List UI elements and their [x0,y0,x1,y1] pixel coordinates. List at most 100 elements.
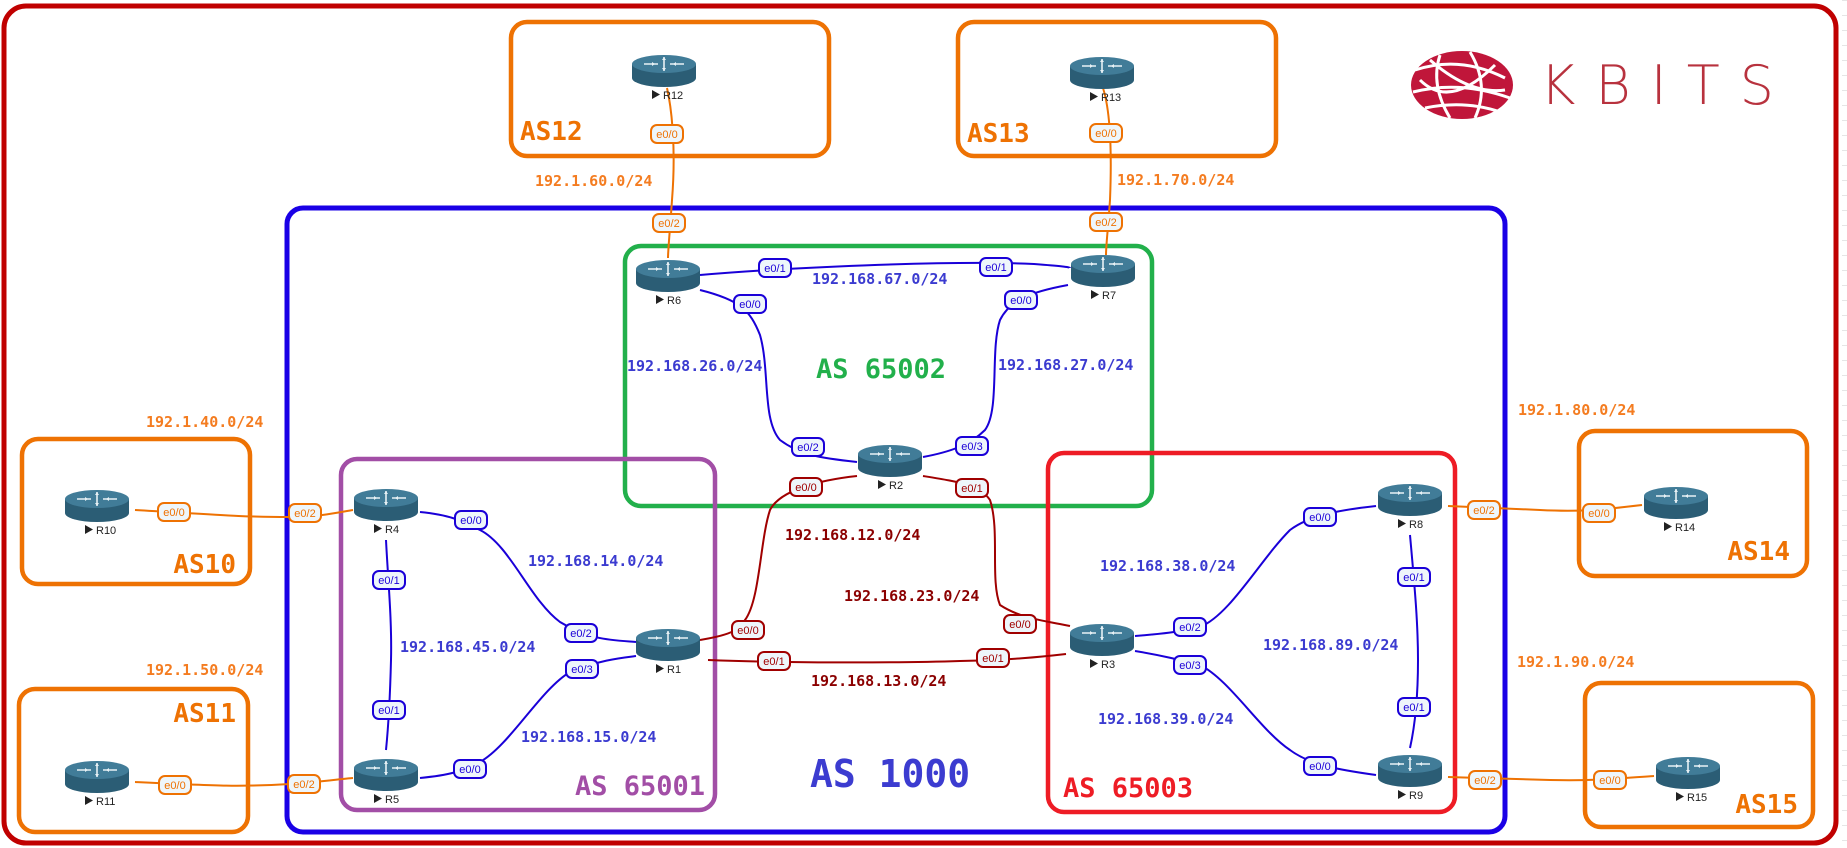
interface-label[interactable]: e0/0 [453,759,487,779]
router-r1[interactable]: R1 [635,628,701,676]
interface-label[interactable]: e0/0 [789,477,823,497]
interface-label[interactable]: e0/0 [1593,770,1627,790]
router-r11[interactable]: R11 [64,760,130,808]
play-icon[interactable] [1091,290,1099,299]
interface-label[interactable]: e0/0 [454,510,488,530]
interface-label[interactable]: e0/0 [733,294,767,314]
link-l12-6[interactable] [666,87,675,259]
interface-label[interactable]: e0/2 [287,774,321,794]
interface-label[interactable]: e0/2 [1467,500,1501,520]
interface-label[interactable]: e0/2 [1173,617,1207,637]
interface-label[interactable]: e0/1 [372,570,406,590]
link-cable[interactable] [419,655,637,779]
interface-label[interactable]: e0/1 [976,648,1010,668]
interface-label[interactable]: e0/0 [1303,507,1337,527]
link-cable[interactable] [666,87,675,259]
play-icon[interactable] [85,796,93,805]
play-icon[interactable] [656,295,664,304]
play-icon[interactable] [1090,92,1098,101]
interface-label[interactable]: e0/1 [979,257,1013,277]
router-name: R10 [96,525,116,537]
interface-label[interactable]: e0/0 [158,775,192,795]
interface-label[interactable]: e0/0 [1303,756,1337,776]
router-icon[interactable] [1069,623,1135,657]
play-icon[interactable] [1398,790,1406,799]
link-l1-4[interactable] [419,511,637,643]
link-l1-5[interactable] [419,655,637,779]
play-icon[interactable] [85,525,93,534]
play-icon[interactable] [1676,792,1684,801]
router-icon[interactable] [857,444,923,478]
router-r7[interactable]: R7 [1070,254,1136,302]
link-cable[interactable] [1102,87,1112,256]
interface-label[interactable]: e0/1 [372,700,406,720]
router-r8[interactable]: R8 [1377,483,1443,531]
interface-label[interactable]: e0/0 [1004,290,1038,310]
router-name: R2 [889,480,903,492]
router-icon[interactable] [1655,756,1721,790]
router-icon[interactable] [1070,254,1136,288]
router-r4[interactable]: R4 [353,488,419,536]
interface-label[interactable]: e0/3 [565,659,599,679]
as-boundary [19,436,253,587]
router-icon[interactable] [1069,56,1135,90]
router-name: R8 [1409,519,1423,531]
interface-name: e0/2 [1179,622,1200,634]
interface-label[interactable]: e0/1 [758,258,792,278]
interface-name: e0/0 [1599,775,1620,787]
router-icon[interactable] [353,758,419,792]
router-r13[interactable]: R13 [1069,56,1135,104]
router-icon[interactable] [635,628,701,662]
interface-label[interactable]: e0/2 [1089,212,1123,232]
interface-label[interactable]: e0/1 [955,478,989,498]
interface-label[interactable]: e0/1 [1397,567,1431,587]
play-icon[interactable] [652,90,660,99]
interface-label[interactable]: e0/1 [1397,697,1431,717]
link-cable[interactable] [419,511,637,643]
interface-name: e0/0 [737,625,758,637]
interface-label[interactable]: e0/3 [955,436,989,456]
router-name: R9 [1409,790,1423,802]
link-l13-7[interactable] [1102,87,1112,256]
interface-label[interactable]: e0/1 [757,651,791,671]
play-icon[interactable] [374,524,382,533]
play-icon[interactable] [1398,519,1406,528]
router-icon[interactable] [1643,486,1709,520]
play-icon[interactable] [374,794,382,803]
interface-label[interactable]: e0/2 [652,213,686,233]
router-icon[interactable] [1377,483,1443,517]
router-r10[interactable]: R10 [64,489,130,537]
router-r2[interactable]: R2 [857,444,923,492]
interface-label[interactable]: e0/0 [1003,614,1037,634]
router-r6[interactable]: R6 [635,259,701,307]
interface-label[interactable]: e0/0 [650,124,684,144]
link-cable[interactable] [699,475,858,641]
router-r14[interactable]: R14 [1643,486,1709,534]
router-icon[interactable] [1377,754,1443,788]
link-l1-2[interactable] [699,475,858,641]
interface-label[interactable]: e0/2 [791,437,825,457]
interface-label[interactable]: e0/0 [731,620,765,640]
interface-label[interactable]: e0/0 [157,502,191,522]
interface-label[interactable]: e0/2 [288,503,322,523]
play-icon[interactable] [1090,659,1098,668]
router-r9[interactable]: R9 [1377,754,1443,802]
play-icon[interactable] [878,480,886,489]
router-icon[interactable] [631,54,697,88]
interface-label[interactable]: e0/2 [1468,770,1502,790]
router-name: R15 [1687,792,1707,804]
router-r5[interactable]: R5 [353,758,419,806]
interface-label[interactable]: e0/0 [1582,503,1616,523]
router-r15[interactable]: R15 [1655,756,1721,804]
router-icon[interactable] [64,760,130,794]
router-r12[interactable]: R12 [631,54,697,102]
router-icon[interactable] [64,489,130,523]
router-r3[interactable]: R3 [1069,623,1135,671]
play-icon[interactable] [1664,522,1672,531]
play-icon[interactable] [656,664,664,673]
router-icon[interactable] [635,259,701,293]
router-icon[interactable] [353,488,419,522]
interface-label[interactable]: e0/0 [1089,123,1123,143]
interface-label[interactable]: e0/2 [564,623,598,643]
interface-label[interactable]: e0/3 [1173,655,1207,675]
